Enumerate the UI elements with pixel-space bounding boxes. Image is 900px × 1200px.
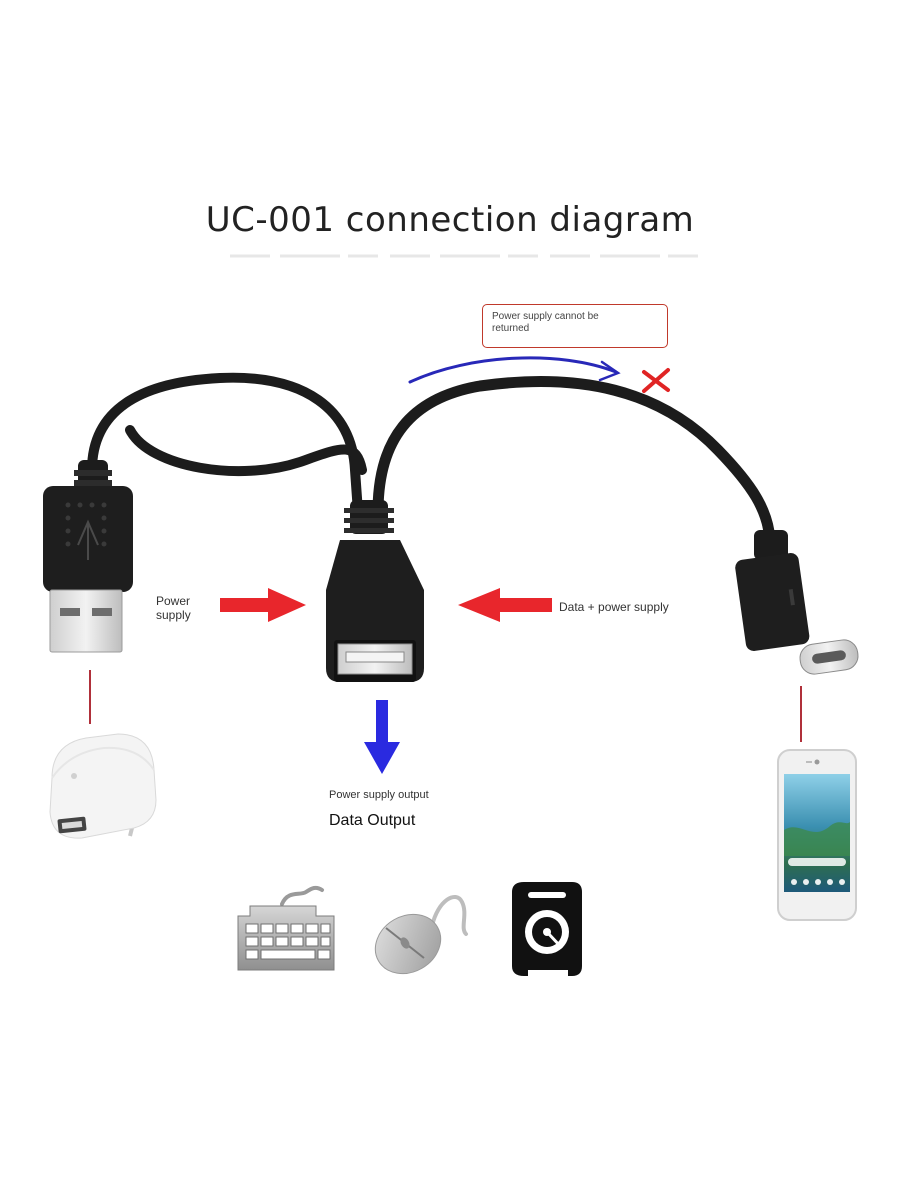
output-arrow — [364, 700, 400, 774]
power-supply-line-2: supply — [156, 608, 191, 622]
data-power-input-arrow — [458, 588, 552, 622]
usb-a-plug-icon — [43, 460, 133, 653]
keyboard-icon — [237, 885, 335, 971]
diagram-title: UC-001 connection diagram — [205, 200, 695, 240]
wall-charger-icon — [49, 733, 157, 839]
warning-note: Power supply cannot be returned — [482, 304, 668, 348]
power-input-arrow — [220, 588, 306, 622]
power-supply-output-label: Power supply output — [329, 789, 429, 801]
warning-line-1: Power supply cannot be — [492, 311, 599, 322]
power-supply-line-1: Power — [156, 594, 191, 608]
cables — [87, 372, 776, 546]
data-power-supply-label: Data + power supply — [559, 600, 669, 614]
smartphone-icon — [777, 749, 857, 921]
cable-to-usb-c — [372, 376, 776, 546]
hard-drive-icon — [512, 882, 582, 976]
mouse-icon — [374, 895, 468, 975]
warning-line-2: returned — [492, 323, 530, 334]
power-supply-label: Power supply — [156, 594, 191, 622]
usb-a-female-socket-icon — [326, 500, 424, 682]
cable-loop-inner — [125, 425, 367, 477]
return-arrow — [408, 356, 621, 384]
cross-icon — [642, 368, 670, 393]
data-output-label: Data Output — [329, 812, 416, 829]
usb-c-plug-icon — [735, 530, 859, 675]
connector-lines — [89, 670, 802, 742]
cable-loop — [87, 372, 363, 517]
